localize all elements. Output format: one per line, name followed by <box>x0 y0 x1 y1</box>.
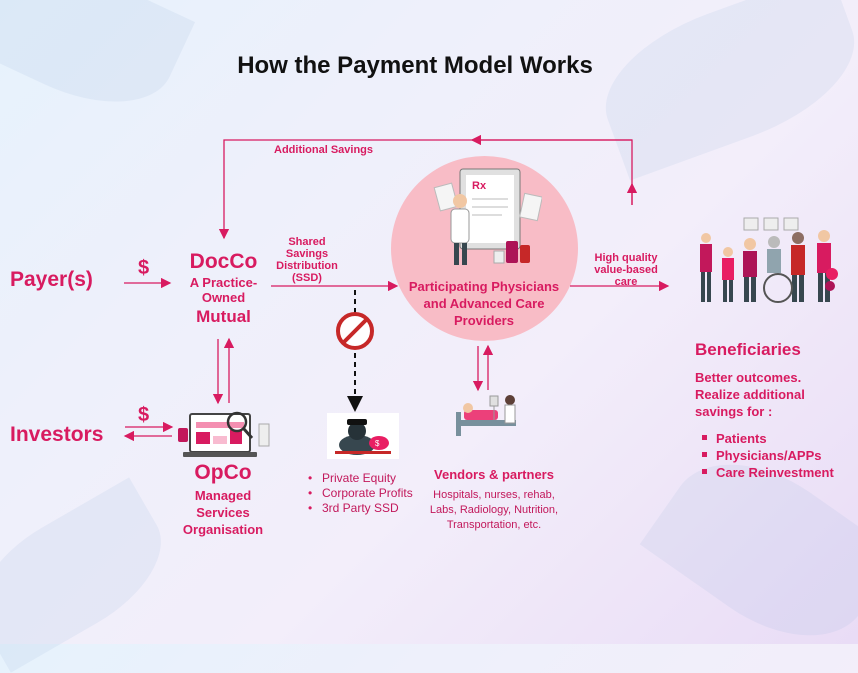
vendors-list: Hospitals, nurses, rehab, Labs, Radiolog… <box>424 488 564 533</box>
opco-subtitle: Managed Services Organisation <box>178 487 268 538</box>
beneficiaries-list: Patients Physicians/APPs Care Reinvestme… <box>695 430 855 481</box>
additional-savings-label: Additional Savings <box>274 144 373 156</box>
opco-laptop-icon <box>175 402 275 460</box>
physician-clipboard-icon: Rx <box>432 165 542 270</box>
money-bag-icon: $ <box>327 413 399 459</box>
vendors-node: Vendors & partners Hospitals, nurses, re… <box>424 467 564 533</box>
beneficiaries-subtitle: Better outcomes. Realize additional savi… <box>695 369 830 420</box>
beneficiaries-people-icon <box>686 214 844 310</box>
excluded-item: 3rd Party SSD <box>322 501 426 516</box>
excluded-item: Corporate Profits <box>322 486 426 501</box>
docco-node: DocCo A Practice-Owned Mutual <box>176 250 271 327</box>
beneficiary-item: Physicians/APPs <box>716 447 855 464</box>
investors-label: Investors <box>10 423 103 447</box>
physicians-label: Participating Physicians and Advanced Ca… <box>398 278 570 329</box>
high-quality-care-label: High quality value-based care <box>590 252 662 288</box>
dollar-icon: $ <box>138 257 149 280</box>
no-sign-icon <box>338 314 372 348</box>
beneficiaries-title: Beneficiaries <box>695 340 855 360</box>
beneficiary-item: Care Reinvestment <box>716 464 855 481</box>
svg-text:$: $ <box>375 439 380 448</box>
beneficiaries-node: Beneficiaries Better outcomes. Realize a… <box>695 340 855 481</box>
vendors-title: Vendors & partners <box>424 467 564 482</box>
docco-subtitle: A Practice-Owned <box>176 275 271 305</box>
docco-title: DocCo <box>176 250 271 274</box>
opco-title: OpCo <box>178 461 268 485</box>
docco-mutual: Mutual <box>176 307 271 327</box>
ssd-label: Shared Savings Distribution (SSD) <box>272 236 342 284</box>
money-bag-icon-frame: $ <box>327 413 399 459</box>
dollar-icon: $ <box>138 404 149 427</box>
beneficiary-item: Patients <box>716 430 855 447</box>
payers-label: Payer(s) <box>10 268 93 292</box>
hospital-bed-icon <box>450 392 530 442</box>
svg-text:Rx: Rx <box>472 180 487 192</box>
opco-node: OpCo Managed Services Organisation <box>178 461 268 538</box>
excluded-item: Private Equity <box>322 471 426 486</box>
excluded-list: Private Equity Corporate Profits 3rd Par… <box>306 471 426 516</box>
